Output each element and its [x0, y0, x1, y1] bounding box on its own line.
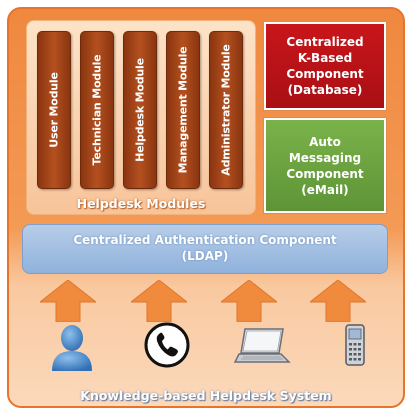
authentication-component-subtitle: (LDAP) — [181, 249, 229, 263]
kbased-component-box: Centralized K-Based Component (Database) — [264, 22, 386, 110]
auto-messaging-component-label: Auto Messaging Component (eMail) — [286, 134, 364, 197]
module-label: User Module — [47, 72, 61, 148]
authentication-component-title: Centralized Authentication Component — [73, 233, 337, 247]
laptop-icon — [233, 328, 291, 363]
authentication-component-bar: Centralized Authentication Component (LD… — [22, 224, 388, 274]
module-label: Administrator Module — [219, 44, 233, 176]
mobile-phone-icon — [345, 324, 365, 366]
module-label: Management Module — [176, 46, 190, 174]
module-label: Helpdesk Module — [133, 58, 147, 162]
user-module: User Module — [37, 31, 71, 189]
helpdesk-module: Helpdesk Module — [123, 31, 157, 189]
up-arrow-4 — [310, 280, 366, 322]
up-arrow-1 — [40, 280, 96, 322]
up-arrow-3 — [221, 280, 277, 322]
kbased-component-label: Centralized K-Based Component (Database) — [286, 35, 364, 97]
module-label: Technician Module — [90, 54, 104, 166]
up-arrow-2 — [131, 280, 187, 322]
helpdesk-modules-caption: Helpdesk Modules — [76, 196, 206, 211]
auto-messaging-component-box: Auto Messaging Component (eMail) — [264, 118, 386, 213]
administrator-module: Administrator Module — [209, 31, 243, 189]
management-module: Management Module — [166, 31, 200, 189]
helpdesk-modules-panel: User Module Technician Module Helpdesk M… — [26, 20, 256, 215]
user-icon — [52, 325, 92, 371]
technician-module: Technician Module — [80, 31, 114, 189]
phone-icon — [144, 322, 190, 368]
system-caption: Knowledge-based Helpdesk System — [80, 388, 332, 403]
